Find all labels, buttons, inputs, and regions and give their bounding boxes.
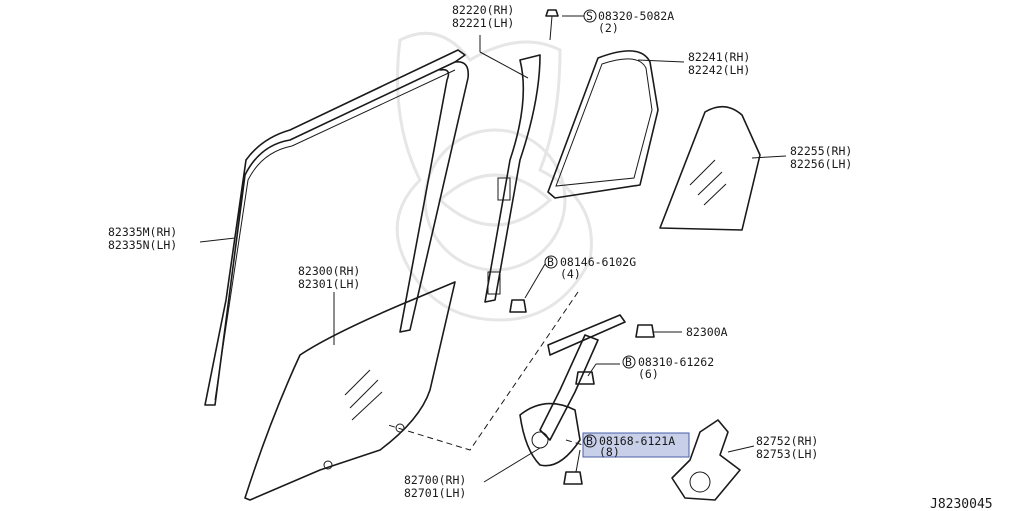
motor-dashed-link [565, 439, 601, 451]
leader-08168 [575, 449, 581, 473]
b-marker-08168: B [583, 434, 597, 448]
label-82301[interactable]: 82301(LH) [298, 277, 360, 291]
label-82700[interactable]: 82700(RH) [404, 473, 466, 487]
label-82220[interactable]: 82220(RH) [452, 3, 514, 17]
label-82335n[interactable]: 82335N(LH) [108, 238, 177, 252]
b-marker-letter: B [547, 255, 554, 269]
label-82752[interactable]: 82752(RH) [756, 434, 818, 448]
label-82335m[interactable]: 82335M(RH) [108, 225, 177, 239]
bolt-icon [563, 471, 583, 485]
label-82300[interactable]: 82300(RH) [298, 264, 360, 278]
label-82241[interactable]: 82241(RH) [688, 50, 750, 64]
leader-82335 [199, 237, 236, 243]
label-82753[interactable]: 82753(LH) [756, 447, 818, 461]
b-marker-08146: B [544, 255, 558, 269]
leader-82700 [483, 447, 541, 483]
bolt-icon [575, 371, 595, 385]
leader-08146 [524, 263, 546, 299]
label-82242[interactable]: 82242(LH) [688, 63, 750, 77]
diagram-code: J8230045 [930, 497, 993, 511]
regulator-motor-82752 [671, 419, 741, 501]
label-82255[interactable]: 82255(RH) [790, 144, 852, 158]
label-08320[interactable]: 08320-5082A [598, 9, 674, 23]
label-08168[interactable]: 08168-6121A [599, 434, 675, 448]
label-08310[interactable]: 08310-61262 [638, 355, 714, 369]
b-marker-letter: B [586, 434, 593, 448]
s-marker: S [583, 9, 597, 23]
label-08168-qty: (8) [599, 445, 620, 459]
label-08310-qty: (6) [638, 367, 659, 381]
label-08146-qty: (4) [560, 267, 581, 281]
leader-82752 [727, 445, 755, 453]
label-82256[interactable]: 82256(LH) [790, 157, 852, 171]
door-glass-82300 [244, 281, 456, 501]
door-sash-82335 [204, 49, 470, 406]
s-marker-letter: S [586, 9, 593, 23]
b-marker-letter: B [625, 355, 632, 369]
leader-82255 [751, 155, 787, 159]
label-08320-qty: (2) [598, 21, 619, 35]
quarter-glass-82255 [659, 105, 761, 231]
partition-glass-82241 [547, 50, 659, 199]
label-82701[interactable]: 82701(LH) [404, 486, 466, 500]
leader-82241 [637, 59, 685, 63]
b-marker-08310: B [622, 355, 636, 369]
label-82300a[interactable]: 82300A [686, 325, 728, 339]
label-82221[interactable]: 82221(LH) [452, 16, 514, 30]
bolt-icon [635, 324, 655, 338]
bolt-icon [509, 299, 527, 313]
assembly-dashed-outline [387, 291, 579, 451]
leader-08310b [587, 363, 597, 377]
label-08146[interactable]: 08146-6102G [560, 255, 636, 269]
highlight-08168[interactable] [582, 432, 690, 458]
bolt-icon [545, 9, 559, 41]
sash-channel-82220 [484, 54, 541, 303]
leader-82220b [479, 51, 529, 79]
